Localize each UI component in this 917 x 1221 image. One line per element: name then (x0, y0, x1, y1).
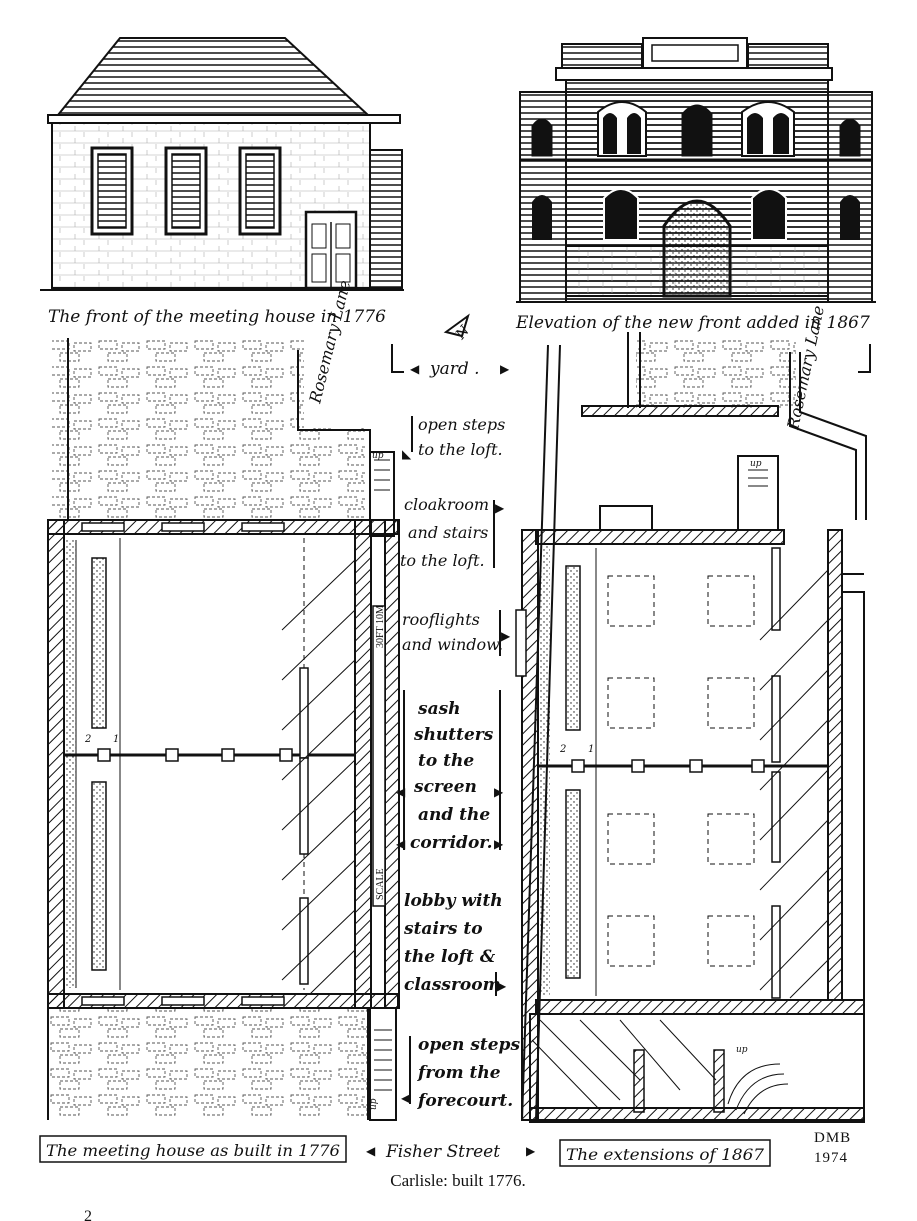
chimney (599, 505, 653, 531)
label-extensions-1867: The extensions of 1867 (566, 1145, 765, 1164)
hipped-roof (55, 37, 371, 116)
svg-text:the loft &: the loft & (404, 947, 496, 967)
label-front-1776: The front of the meeting house in 1776 (48, 307, 386, 327)
lower-windows (532, 188, 860, 298)
svg-text:forecourt.: forecourt. (417, 1091, 513, 1111)
gallery-bench (91, 781, 107, 971)
svg-text:cloakroom: cloakroom (404, 495, 489, 514)
arched-entrance (662, 199, 732, 298)
upper-windows (531, 101, 861, 157)
spiral-stairs-icon (727, 1063, 789, 1115)
label-built-1776: The meeting house as built in 1776 (46, 1141, 340, 1160)
north-arrow-icon: N (443, 313, 473, 343)
arrow-right-icon: ▶ (500, 362, 510, 376)
arrow-left-icon: ◀ (366, 1144, 376, 1158)
svg-text:sash: sash (417, 699, 461, 719)
elevation-1867 (516, 37, 876, 303)
svg-text:classroom: classroom (404, 975, 501, 995)
svg-text:1: 1 (588, 744, 594, 755)
svg-text:corridor.: corridor. (410, 833, 493, 853)
arrow-left-icon: ◀ (410, 362, 420, 376)
svg-text:▶: ▶ (495, 501, 505, 515)
caption: Carlisle: built 1776. (390, 1171, 526, 1190)
note-open-steps-loft-2: to the loft. (418, 440, 503, 459)
svg-text:▶: ▶ (497, 979, 507, 993)
elevation-1776 (40, 37, 404, 291)
svg-text:lobby with: lobby with (404, 891, 503, 911)
plan-1776: Rosemary Lane up 2 1 (47, 278, 400, 1121)
svg-text:◀: ◀ (396, 837, 406, 851)
label-box-1867 (559, 1139, 771, 1167)
svg-text:shutters: shutters (413, 725, 494, 745)
sash-window-3 (238, 146, 282, 236)
gallery-bench (91, 557, 107, 729)
front-door (304, 210, 358, 290)
svg-text:▶: ▶ (501, 629, 511, 643)
svg-text:and window.: and window. (402, 635, 503, 654)
svg-text:◀: ◀ (396, 785, 406, 799)
svg-text:◀: ◀ (401, 1091, 411, 1105)
yard-corner-left (391, 344, 404, 373)
label-fisher-street: Fisher Street (385, 1142, 500, 1162)
svg-text:stairs to: stairs to (403, 919, 483, 939)
label-box-1776 (39, 1135, 347, 1163)
eaves (47, 114, 401, 124)
svg-text:open steps: open steps (418, 1035, 520, 1055)
label-rosemary-left: Rosemary Lane (305, 278, 354, 406)
sash-window-2 (164, 146, 208, 236)
arrow-right-icon: ▶ (526, 1144, 536, 1158)
svg-text:rooflights: rooflights (402, 610, 480, 629)
svg-text:▶: ▶ (494, 785, 504, 799)
note-open-steps-loft-1: open steps (418, 415, 505, 434)
scale-top-label: 30FT 10M (375, 605, 386, 648)
scale-bottom-label: SCALE (375, 868, 386, 900)
svg-text:up: up (750, 459, 762, 469)
sash-window-1 (90, 146, 134, 236)
signature-initials: DMB (814, 1130, 851, 1146)
annotation-notes: ◣ open steps to the loft. ▶ cloakroom an… (396, 415, 520, 1111)
cornice (555, 67, 833, 81)
svg-text:screen: screen (413, 777, 477, 797)
svg-text:to the: to the (418, 751, 474, 771)
svg-text:▶: ▶ (494, 837, 504, 851)
svg-text:2: 2 (559, 744, 566, 755)
rooflights (607, 575, 755, 967)
svg-text:and stairs: and stairs (408, 523, 488, 542)
rooflight-window (515, 609, 527, 677)
svg-text:1: 1 (113, 734, 119, 745)
yard-corner-right (858, 344, 871, 373)
svg-text:and the: and the (418, 805, 490, 825)
page-number: 2 (84, 1208, 92, 1221)
svg-text:to the loft.: to the loft. (400, 551, 485, 570)
svg-text:up: up (372, 451, 384, 461)
svg-text:from the: from the (417, 1063, 501, 1083)
label-yard: yard . (429, 359, 480, 379)
label-front-1867: Elevation of the new front added in 1867 (515, 313, 870, 333)
signature-year: 1974 (814, 1150, 848, 1166)
side-annex (369, 149, 403, 289)
svg-text:up: up (369, 1098, 379, 1110)
svg-text:2: 2 (84, 734, 91, 745)
plan-1867: Rosemary Lane up 2 (515, 304, 867, 1123)
svg-text:◣: ◣ (402, 447, 412, 461)
svg-text:up: up (736, 1045, 748, 1055)
